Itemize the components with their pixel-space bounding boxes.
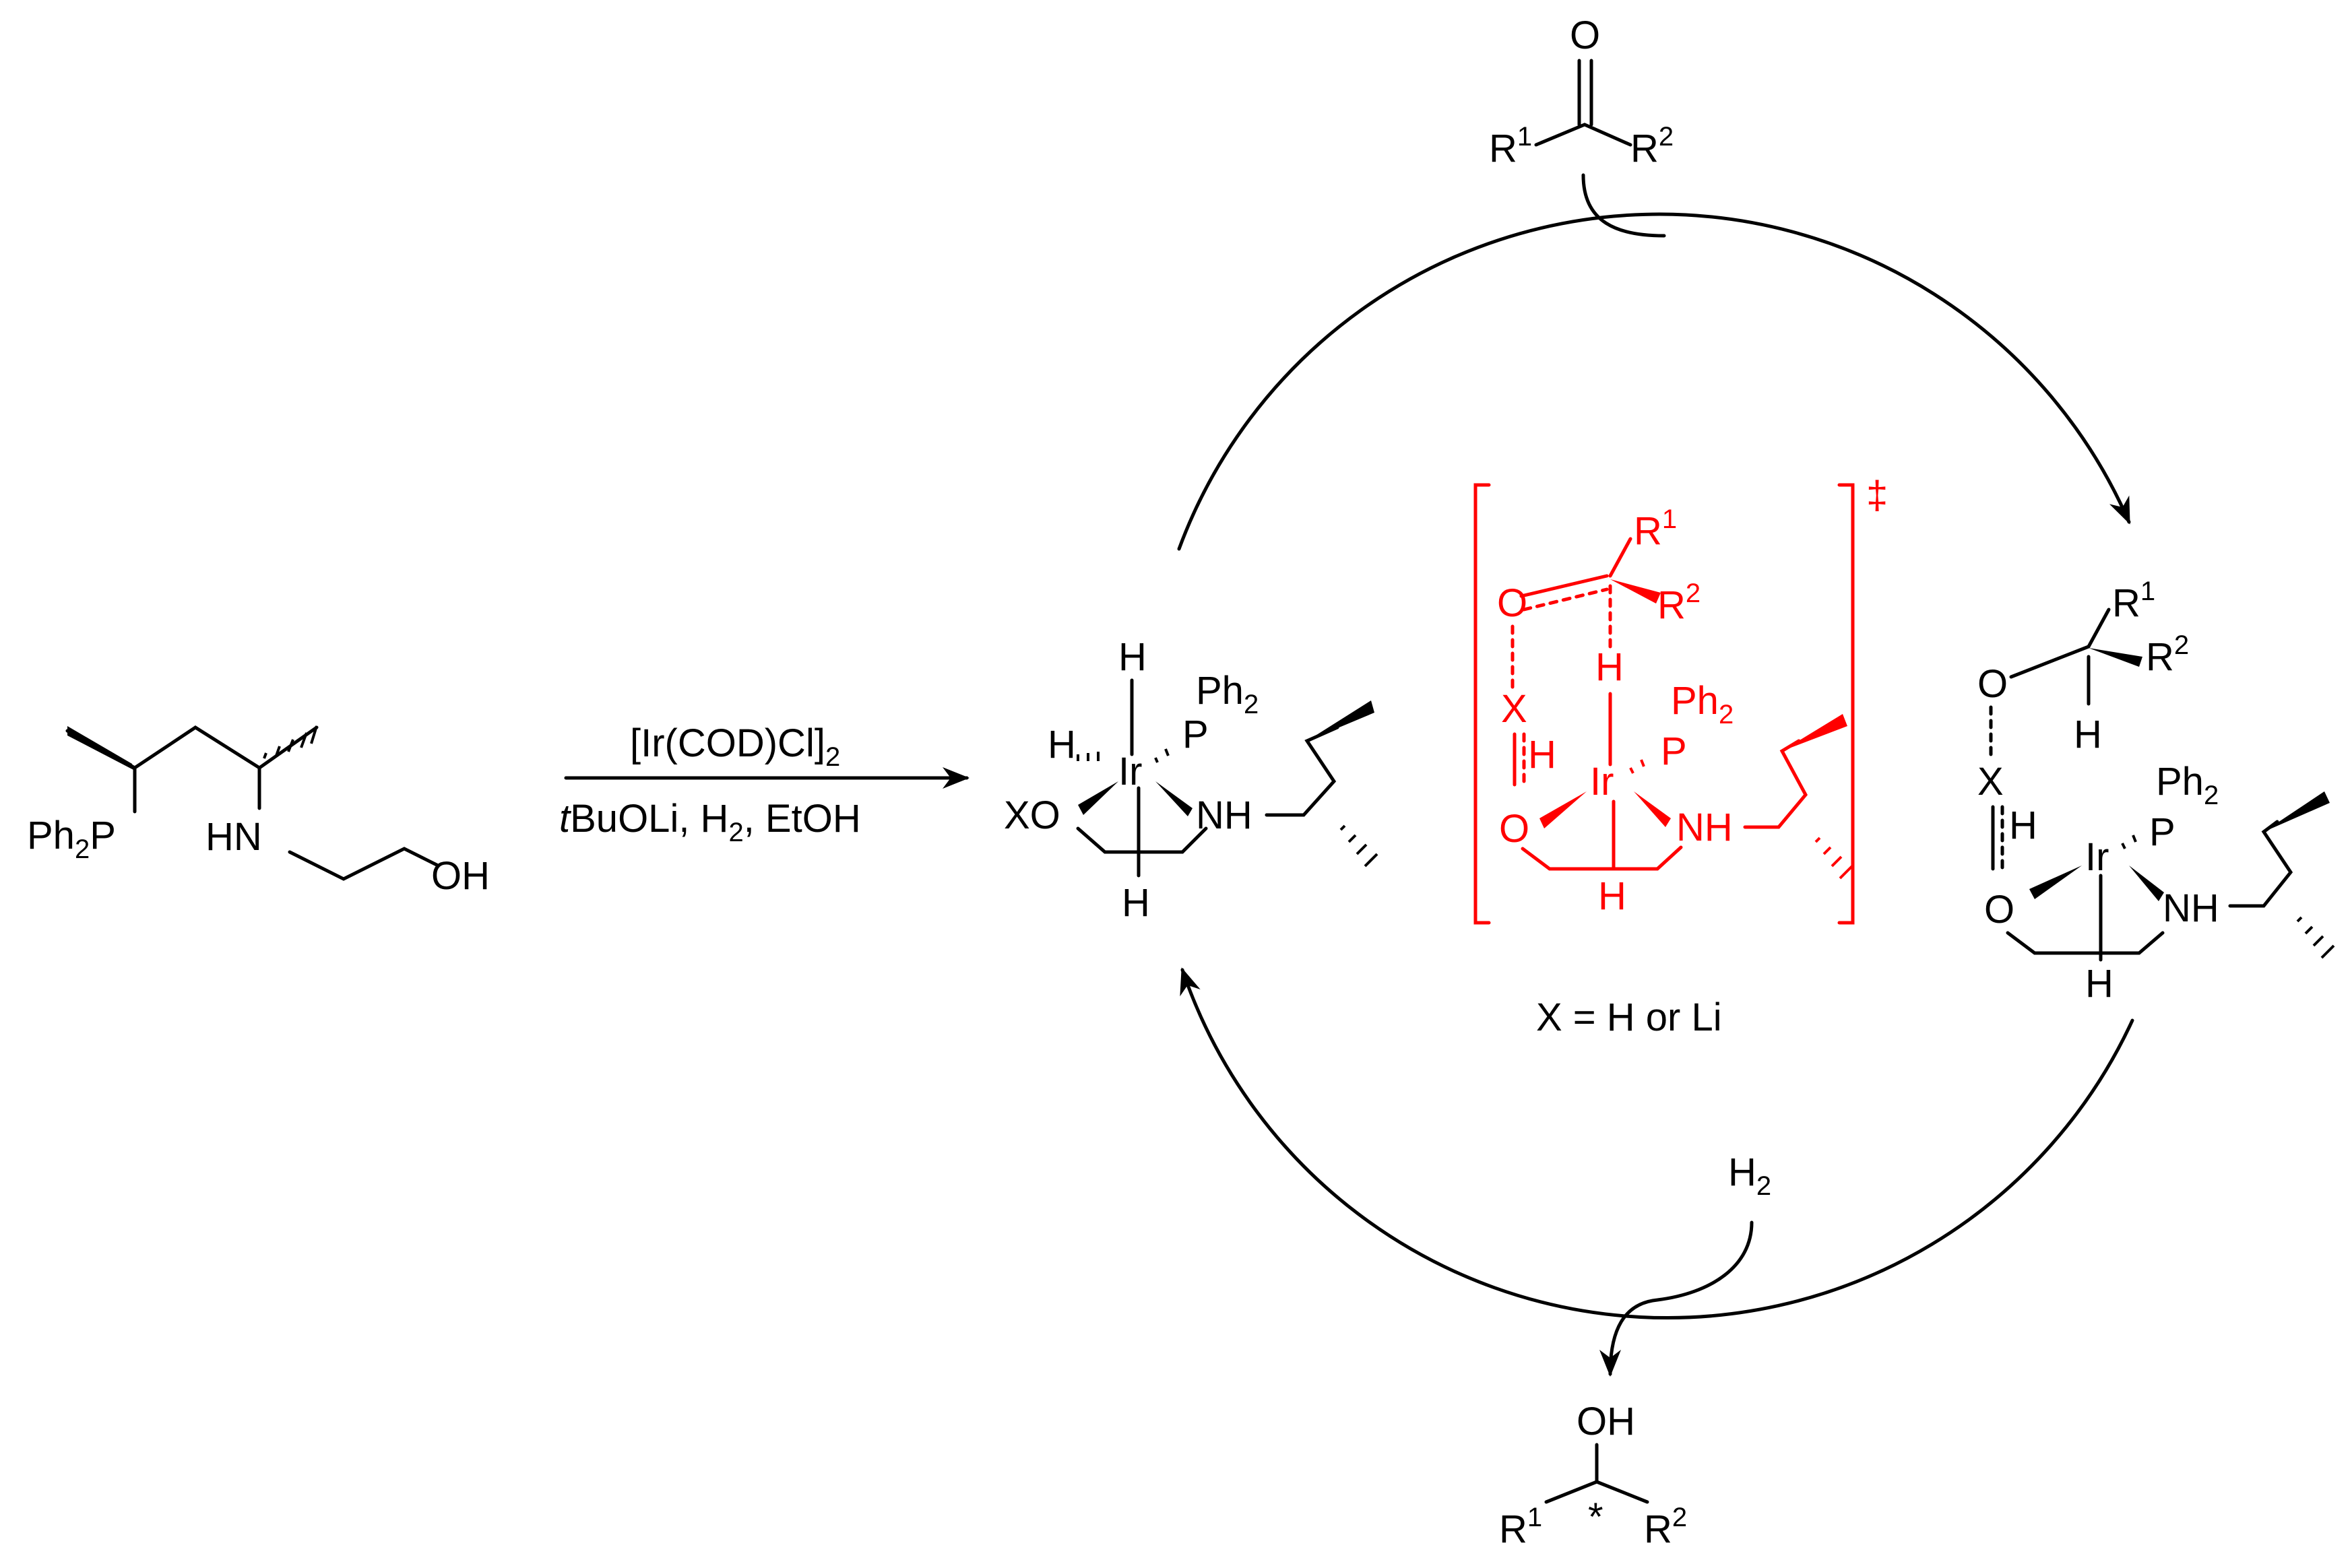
product-h-bottom: H xyxy=(2085,962,2113,1006)
wedge-bond xyxy=(2129,865,2164,901)
ts-p: P xyxy=(1661,729,1687,773)
h2-label: H2 xyxy=(1728,1150,1771,1201)
alkoxide-product-complex: O R1 R2 H X H Ph2 Ir P O NH H xyxy=(1977,577,2335,1006)
hashed-bond xyxy=(1339,824,1378,868)
ts-nh: NH xyxy=(1676,806,1733,849)
ts-bracket-left xyxy=(1473,483,1491,925)
catalyst-p: P xyxy=(1182,713,1209,756)
product-r1: R1 xyxy=(2112,577,2155,625)
product-nh: NH xyxy=(2163,886,2219,930)
wedge-bond xyxy=(1307,700,1374,741)
alcohol-oh: OH xyxy=(1577,1400,1635,1443)
x-definition: X = H or Li xyxy=(1536,995,1722,1039)
product-iridium: Ir xyxy=(2085,835,2109,879)
ts-r2: R2 xyxy=(1657,579,1701,627)
alcohol-r2: R2 xyxy=(1644,1503,1687,1551)
product-h-left: H xyxy=(2009,804,2037,847)
wedge-bond xyxy=(1539,791,1587,828)
catalyst-h-left: H xyxy=(1048,723,1076,766)
ph2p-label: Ph2P xyxy=(27,814,116,864)
ketone-r2: R2 xyxy=(1630,122,1674,170)
reaction-arrow: [Ir(COD)Cl]2 tBuOLi, H2, EtOH xyxy=(559,721,970,847)
reagent-catalyst-precursor: [Ir(COD)Cl]2 xyxy=(630,721,840,772)
ts-h-bottom: H xyxy=(1598,874,1626,918)
cycle-arc-top xyxy=(1177,212,2131,551)
wedge-bond xyxy=(2029,865,2082,899)
cycle-arc-bottom xyxy=(1180,967,2134,1320)
ts-r1: R1 xyxy=(1634,504,1677,553)
catalyst-xo: XO xyxy=(1004,793,1060,837)
ketone-r1: R1 xyxy=(1489,122,1532,170)
catalyst-dihydride-complex: H H Ir Ph2 P XO NH H xyxy=(1004,635,1378,925)
ketone-substrate: O R1 R2 xyxy=(1489,13,1674,170)
ts-double-dagger: ‡ xyxy=(1866,473,1888,517)
wedge-bond xyxy=(1610,579,1661,603)
product-x: X xyxy=(1977,760,2004,804)
ts-o-lower: O xyxy=(1499,807,1529,851)
ts-x: X xyxy=(1501,687,1527,731)
wedge-bond xyxy=(1782,714,1847,751)
alcohol-r1: R1 xyxy=(1499,1503,1542,1551)
oh-label: OH xyxy=(431,854,490,898)
ts-hydride: H xyxy=(1595,645,1624,689)
ts-oxygen: O xyxy=(1497,581,1527,625)
ts-bracket-right xyxy=(1837,483,1855,925)
reagent-conditions: tBuOLi, H2, EtOH xyxy=(559,797,861,847)
ts-iridium: Ir xyxy=(1590,760,1614,804)
product-ph2: Ph2 xyxy=(2156,760,2219,810)
h2-entry-product-arrow xyxy=(1599,1220,1754,1377)
wedge-bond xyxy=(1155,781,1193,816)
catalyst-h-top: H xyxy=(1118,635,1147,679)
hashed-bond xyxy=(1814,837,1853,880)
hashed-bond xyxy=(263,725,318,759)
catalytic-cycle-arcs xyxy=(1177,173,2134,1377)
ketone-entry-arrow xyxy=(1581,173,1666,238)
product-o-lower: O xyxy=(1984,888,2014,932)
wedge-bond xyxy=(2089,648,2142,667)
ts-ph2: Ph2 xyxy=(1671,679,1734,729)
catalyst-iridium: Ir xyxy=(1118,750,1142,793)
product-p: P xyxy=(2149,810,2175,854)
ketone-oxygen: O xyxy=(1570,13,1600,57)
chiral-alcohol-product: OH R1 * R2 xyxy=(1499,1400,1687,1551)
ts-h-left: H xyxy=(1528,733,1556,777)
product-h-alpha: H xyxy=(2074,713,2102,756)
wedge-bond xyxy=(1634,791,1671,827)
hydrogen-reagent: H2 xyxy=(1728,1150,1771,1201)
product-oxygen: O xyxy=(1977,662,2008,706)
hn-label: HN xyxy=(205,815,262,859)
wedge-bond xyxy=(2264,791,2330,832)
transition-state: ‡ O R1 R2 H X H Ir Ph2 P O NH H xyxy=(1473,473,1888,925)
product-r2: R2 xyxy=(2146,630,2189,679)
catalyst-ph2: Ph2 xyxy=(1196,669,1259,719)
wedge-bond xyxy=(67,726,135,771)
stereocenter-asterisk: * xyxy=(1588,1495,1603,1539)
hashed-bond xyxy=(2296,916,2335,959)
ligand-structure: Ph2P HN OH xyxy=(27,725,490,898)
catalyst-h-bottom: H xyxy=(1122,881,1150,925)
wedge-bond xyxy=(1078,781,1118,815)
